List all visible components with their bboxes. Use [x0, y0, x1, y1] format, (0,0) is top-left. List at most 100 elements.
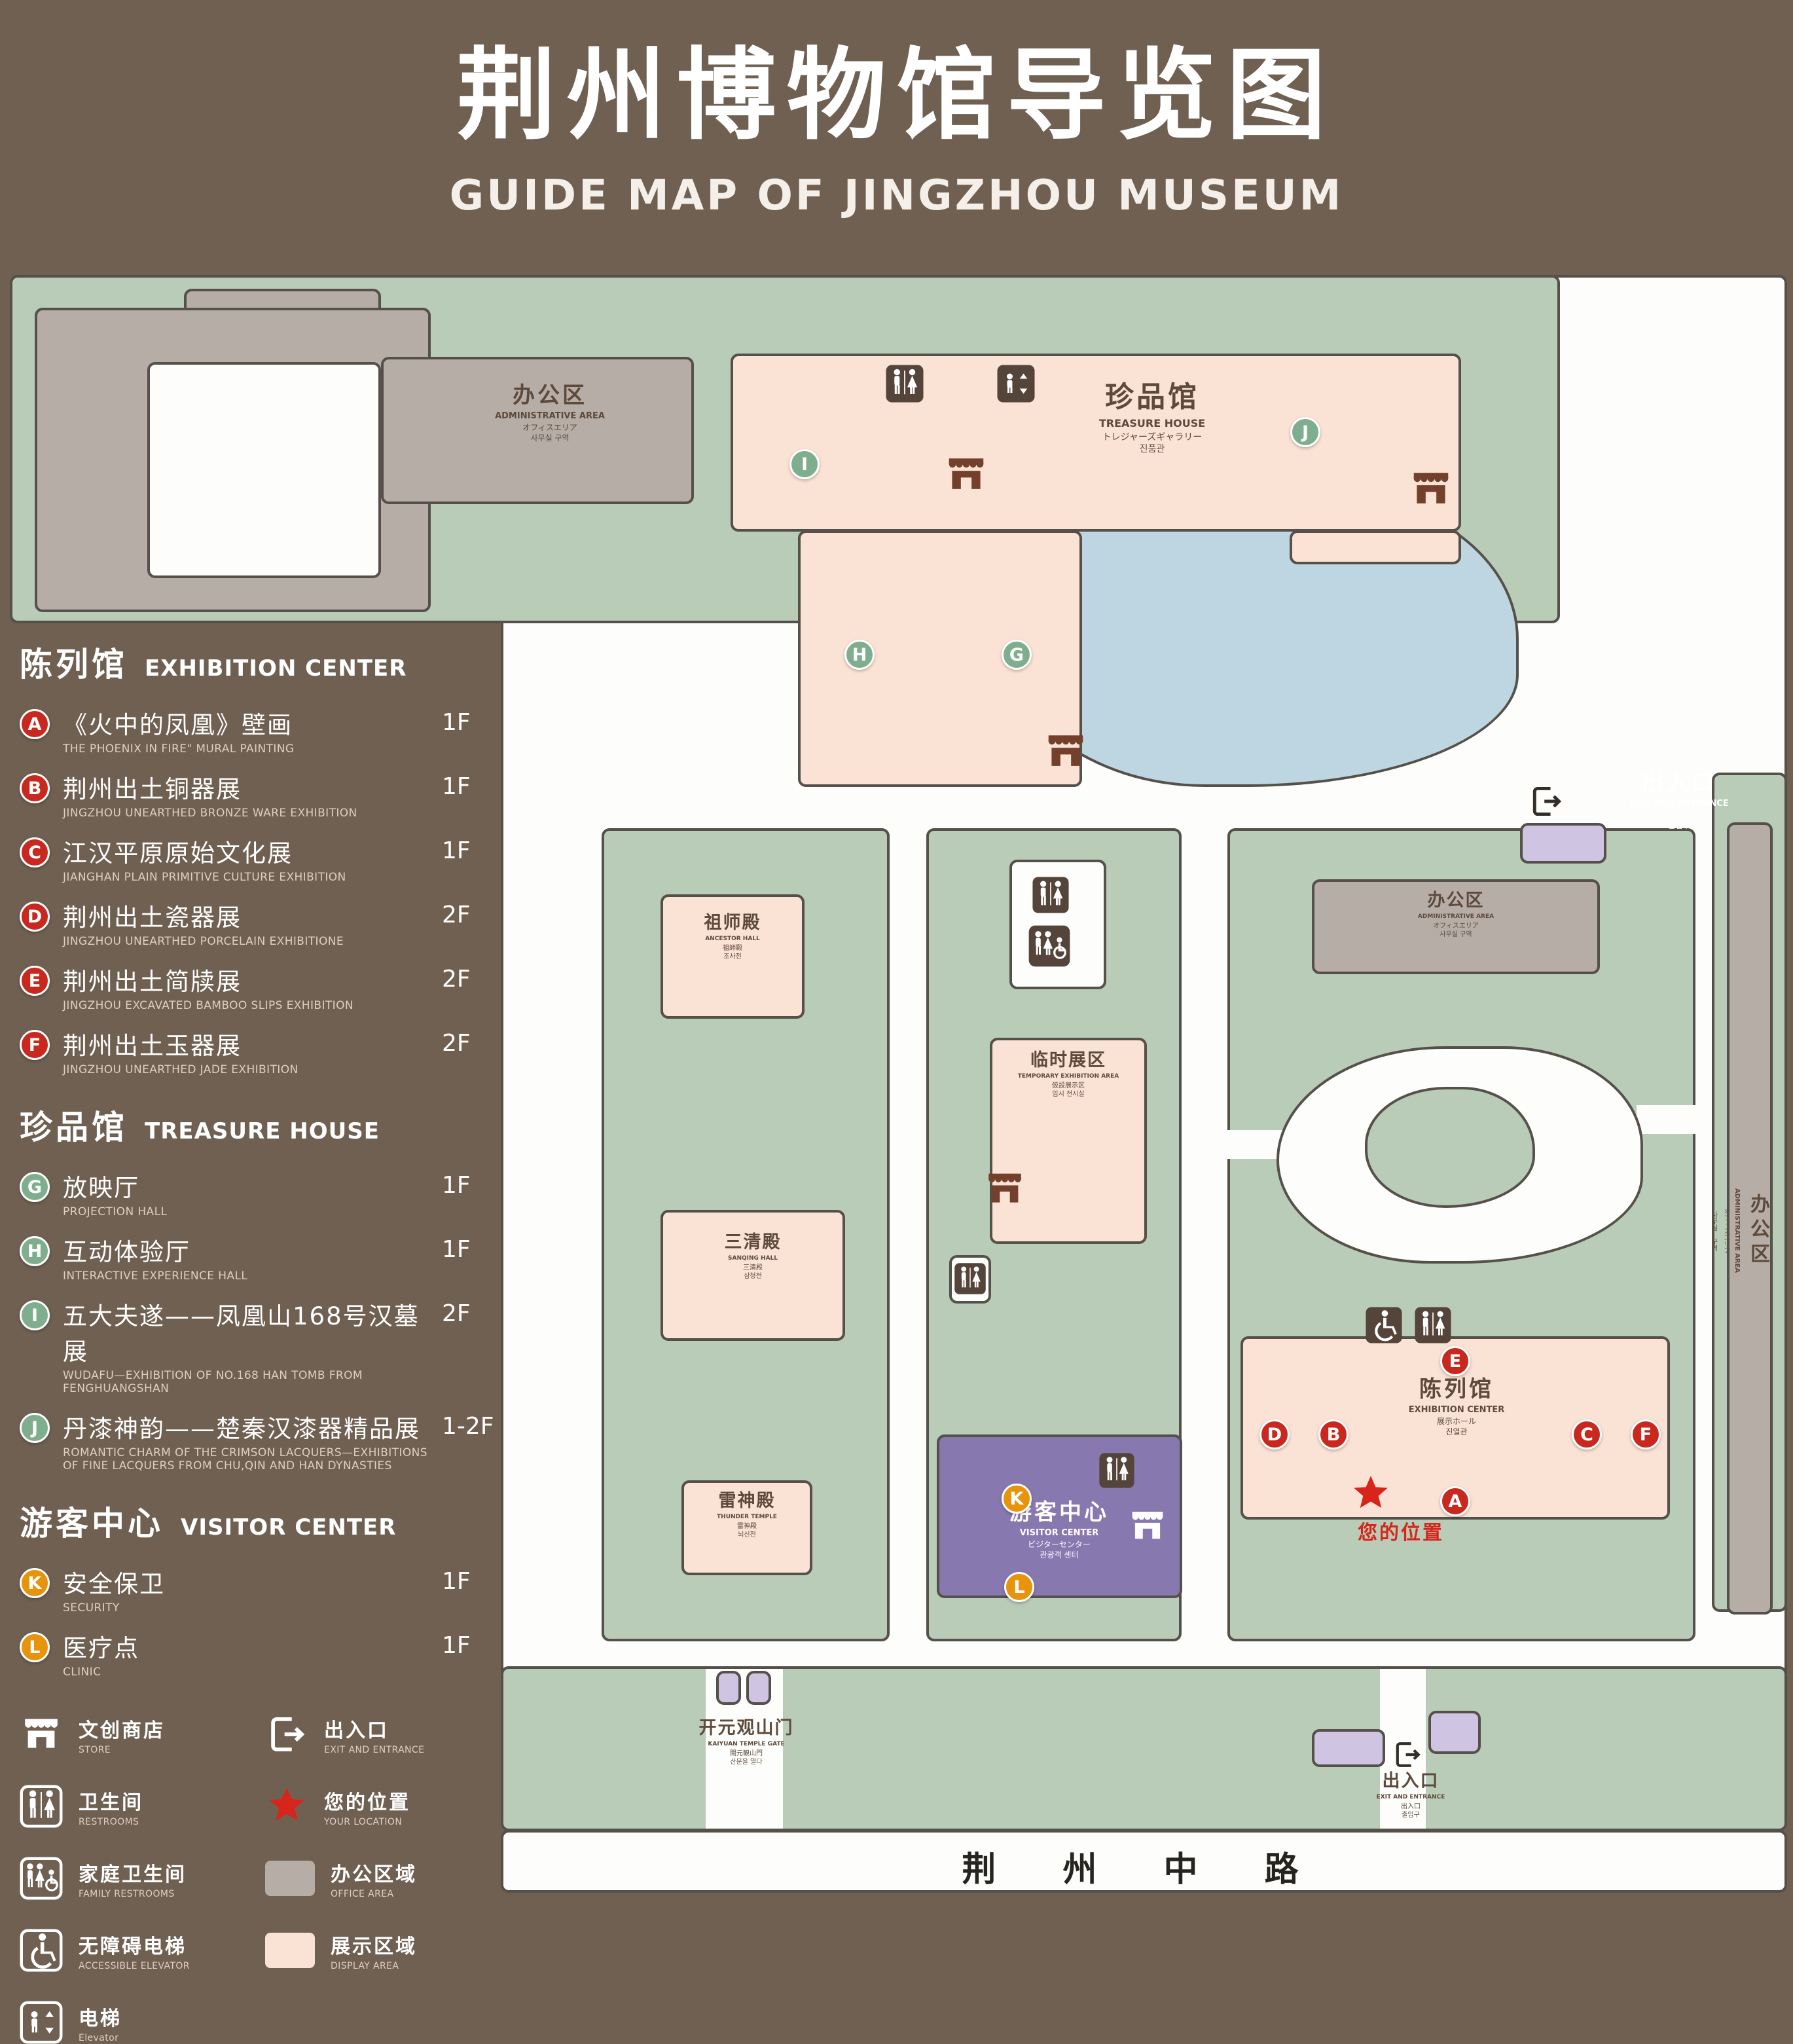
legend-marker-F: F	[20, 1030, 50, 1060]
restroom-icon	[20, 1785, 63, 1828]
floor-badge: 2F	[442, 966, 471, 993]
building-ancestor-hall	[661, 894, 805, 1019]
map-marker-L: L	[1004, 1572, 1034, 1602]
map-marker-A: A	[1440, 1486, 1470, 1516]
gate-building	[716, 1671, 741, 1705]
legend-marker-D: D	[20, 902, 50, 932]
label-jp: 三清殿	[743, 1264, 763, 1271]
legend-marker-C: C	[20, 837, 50, 867]
label-cn: 出入口	[1642, 770, 1716, 796]
label-jp: ビジターセンター	[1028, 1540, 1091, 1550]
label-cn: 陈列馆	[1419, 1376, 1494, 1402]
exit-bottom-building	[1428, 1711, 1481, 1754]
label-cn: 雷神殿	[718, 1491, 776, 1511]
map-marker-K: K	[1002, 1484, 1032, 1514]
gate-building	[746, 1671, 771, 1705]
legend-marker-K: K	[20, 1568, 50, 1598]
label-en: EXIT AND ENTRANCE	[1629, 799, 1729, 809]
page-subtitle: GUIDE MAP OF JINGZHOU MUSEUM	[449, 172, 1344, 220]
label-cn: 三清殿	[724, 1232, 782, 1252]
map-marker-D: D	[1259, 1419, 1290, 1450]
map-marker-B: B	[1318, 1419, 1349, 1450]
label-kr: 삼청전	[744, 1272, 762, 1280]
label-en: ADMINISTRATIVE AREA	[495, 411, 605, 422]
exit-right-building	[1520, 823, 1606, 864]
accessible-elevator-icon	[20, 1929, 63, 1972]
floor-badge: 1-2F	[442, 1413, 494, 1440]
garden-lawn	[1365, 1087, 1535, 1208]
your-location-label: 您的位置	[1358, 1522, 1444, 1544]
restroom-icon	[1414, 1306, 1452, 1344]
accessible-elevator-icon	[1365, 1306, 1403, 1344]
building-thunder-temple	[681, 1480, 812, 1575]
page-title: 荆州博物馆导览图	[456, 37, 1337, 153]
label-cn: 办公区	[513, 382, 587, 409]
map-marker-E: E	[1440, 1346, 1470, 1376]
building-treasure-house	[798, 530, 1082, 787]
location-star-icon	[265, 1785, 308, 1828]
legend-marker-B: B	[20, 773, 50, 803]
label-cn: 临时展区	[1030, 1050, 1106, 1070]
label-kr: 조사전	[723, 953, 742, 960]
store-icon	[1043, 729, 1089, 775]
elevator-icon	[20, 2001, 63, 2044]
label-kr: 진품관	[1139, 444, 1165, 455]
building-admin-mid	[1312, 879, 1600, 974]
display-area-swatch	[265, 1933, 315, 1968]
office-area-swatch	[265, 1861, 315, 1896]
building-admin-top	[381, 357, 694, 504]
map-marker-I: I	[789, 449, 820, 479]
restroom-icon	[885, 364, 924, 403]
legend-marker-I: I	[20, 1300, 50, 1330]
label-en: THUNDER TEMPLE	[717, 1514, 777, 1521]
label-kr: 임시 전시실	[1052, 1090, 1085, 1098]
building-sanqing-hall	[661, 1210, 845, 1341]
exit-bottom-building	[1312, 1729, 1385, 1767]
map-marker-G: G	[1002, 640, 1032, 670]
floor-badge: 1F	[442, 1172, 471, 1199]
legend-section-treasure-house: 珍品馆 TREASURE HOUSE	[20, 1108, 380, 1146]
legend-marker-L: L	[20, 1632, 50, 1662]
exit-bottom-path	[1380, 1669, 1426, 1829]
road	[501, 1830, 1787, 1893]
road-label: 荆 州 中 路	[962, 1850, 1326, 1889]
your-location-star-icon	[1350, 1473, 1392, 1515]
label-jp: オフィスエリア	[1433, 922, 1479, 930]
floor-badge: 2F	[442, 1030, 471, 1057]
floor-badge: 2F	[442, 1300, 471, 1327]
restroom-icon	[954, 1262, 987, 1295]
label-jp: 展示ホール	[1436, 1417, 1476, 1427]
label-cn: 开元观山门	[698, 1718, 794, 1738]
store-icon	[1127, 1506, 1168, 1546]
map-marker-C: C	[1572, 1419, 1602, 1450]
label-jp: トレジャーズギャラリー	[1102, 431, 1203, 443]
label-jp: 雷神殿	[737, 1522, 757, 1530]
label-en: EXHIBITION CENTER	[1408, 1405, 1505, 1415]
label-cn: 办公区	[1427, 890, 1485, 911]
label-cn: 办公区	[1747, 1194, 1769, 1268]
